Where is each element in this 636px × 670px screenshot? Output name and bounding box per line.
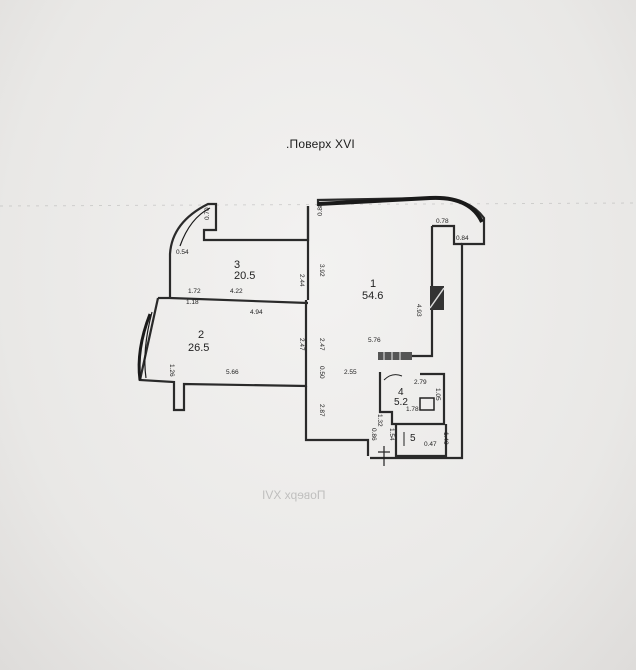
dim-label: 1.18: [186, 299, 199, 306]
room-1-number: 1: [370, 278, 376, 290]
dim-label: 1.26: [168, 364, 175, 377]
wall-corridor-lower: [304, 386, 370, 456]
dim-label: 0.70: [204, 207, 211, 220]
wall-partition-3-2: [169, 296, 309, 305]
dim-label: 1.05: [434, 388, 441, 401]
wall-room-3: [168, 202, 310, 298]
dim-label: 1.40: [442, 432, 449, 445]
dim-label: 1.54: [388, 428, 395, 441]
dim-label: 3.92: [318, 264, 325, 277]
facade-room-1: [317, 195, 484, 223]
dim-label: 2.79: [414, 379, 427, 386]
dim-label: 0.84: [456, 235, 469, 242]
room-4-number: 4: [398, 387, 404, 398]
dim-label: 0.88: [317, 203, 324, 216]
dim-label: 0.86: [370, 428, 377, 441]
dim-label: 0.47: [424, 441, 437, 448]
dim-label: 5.76: [368, 337, 381, 344]
radiator: [378, 352, 412, 360]
bath-fixture: [419, 397, 435, 411]
door-swing-bathroom: [383, 374, 403, 381]
balcony-arc-room-3: [179, 207, 211, 247]
dim-label: 2.87: [318, 404, 325, 417]
dim-label: 4.22: [230, 288, 243, 295]
wall-room-2: [138, 297, 308, 412]
dim-label: 1.32: [376, 414, 383, 427]
dim-label: 1.78: [406, 406, 419, 413]
dim-label: 0.78: [436, 218, 449, 225]
wall-wc-5: [394, 424, 448, 458]
wall-shaft: [380, 226, 434, 358]
dim-label: 5.66: [226, 369, 239, 376]
room-2-area: 26.5: [188, 342, 209, 354]
dim-label: 4.94: [250, 309, 263, 316]
room-3-number: 3: [234, 259, 240, 271]
room-1-area: 54.6: [362, 290, 383, 302]
room-2-number: 2: [198, 329, 204, 341]
room-3-area: 20.5: [234, 270, 255, 282]
dim-label: 2.47: [318, 338, 325, 351]
dim-label: 2.55: [344, 369, 357, 376]
dim-label: 2.44: [298, 274, 305, 287]
room-4-area: 5.2: [394, 397, 408, 408]
dim-label: 0.54: [176, 249, 189, 256]
dim-label: 4.93: [415, 304, 422, 317]
dim-label: 2.47: [298, 338, 305, 351]
balcony-arc-room-2: [137, 313, 152, 381]
dim-label: 1.72: [188, 288, 201, 295]
wall-bathroom-4: [378, 372, 446, 426]
dim-label: 0.50: [318, 366, 325, 379]
floor-title: .Поверх XVI: [286, 137, 355, 151]
room-5-label: 5: [410, 433, 416, 444]
